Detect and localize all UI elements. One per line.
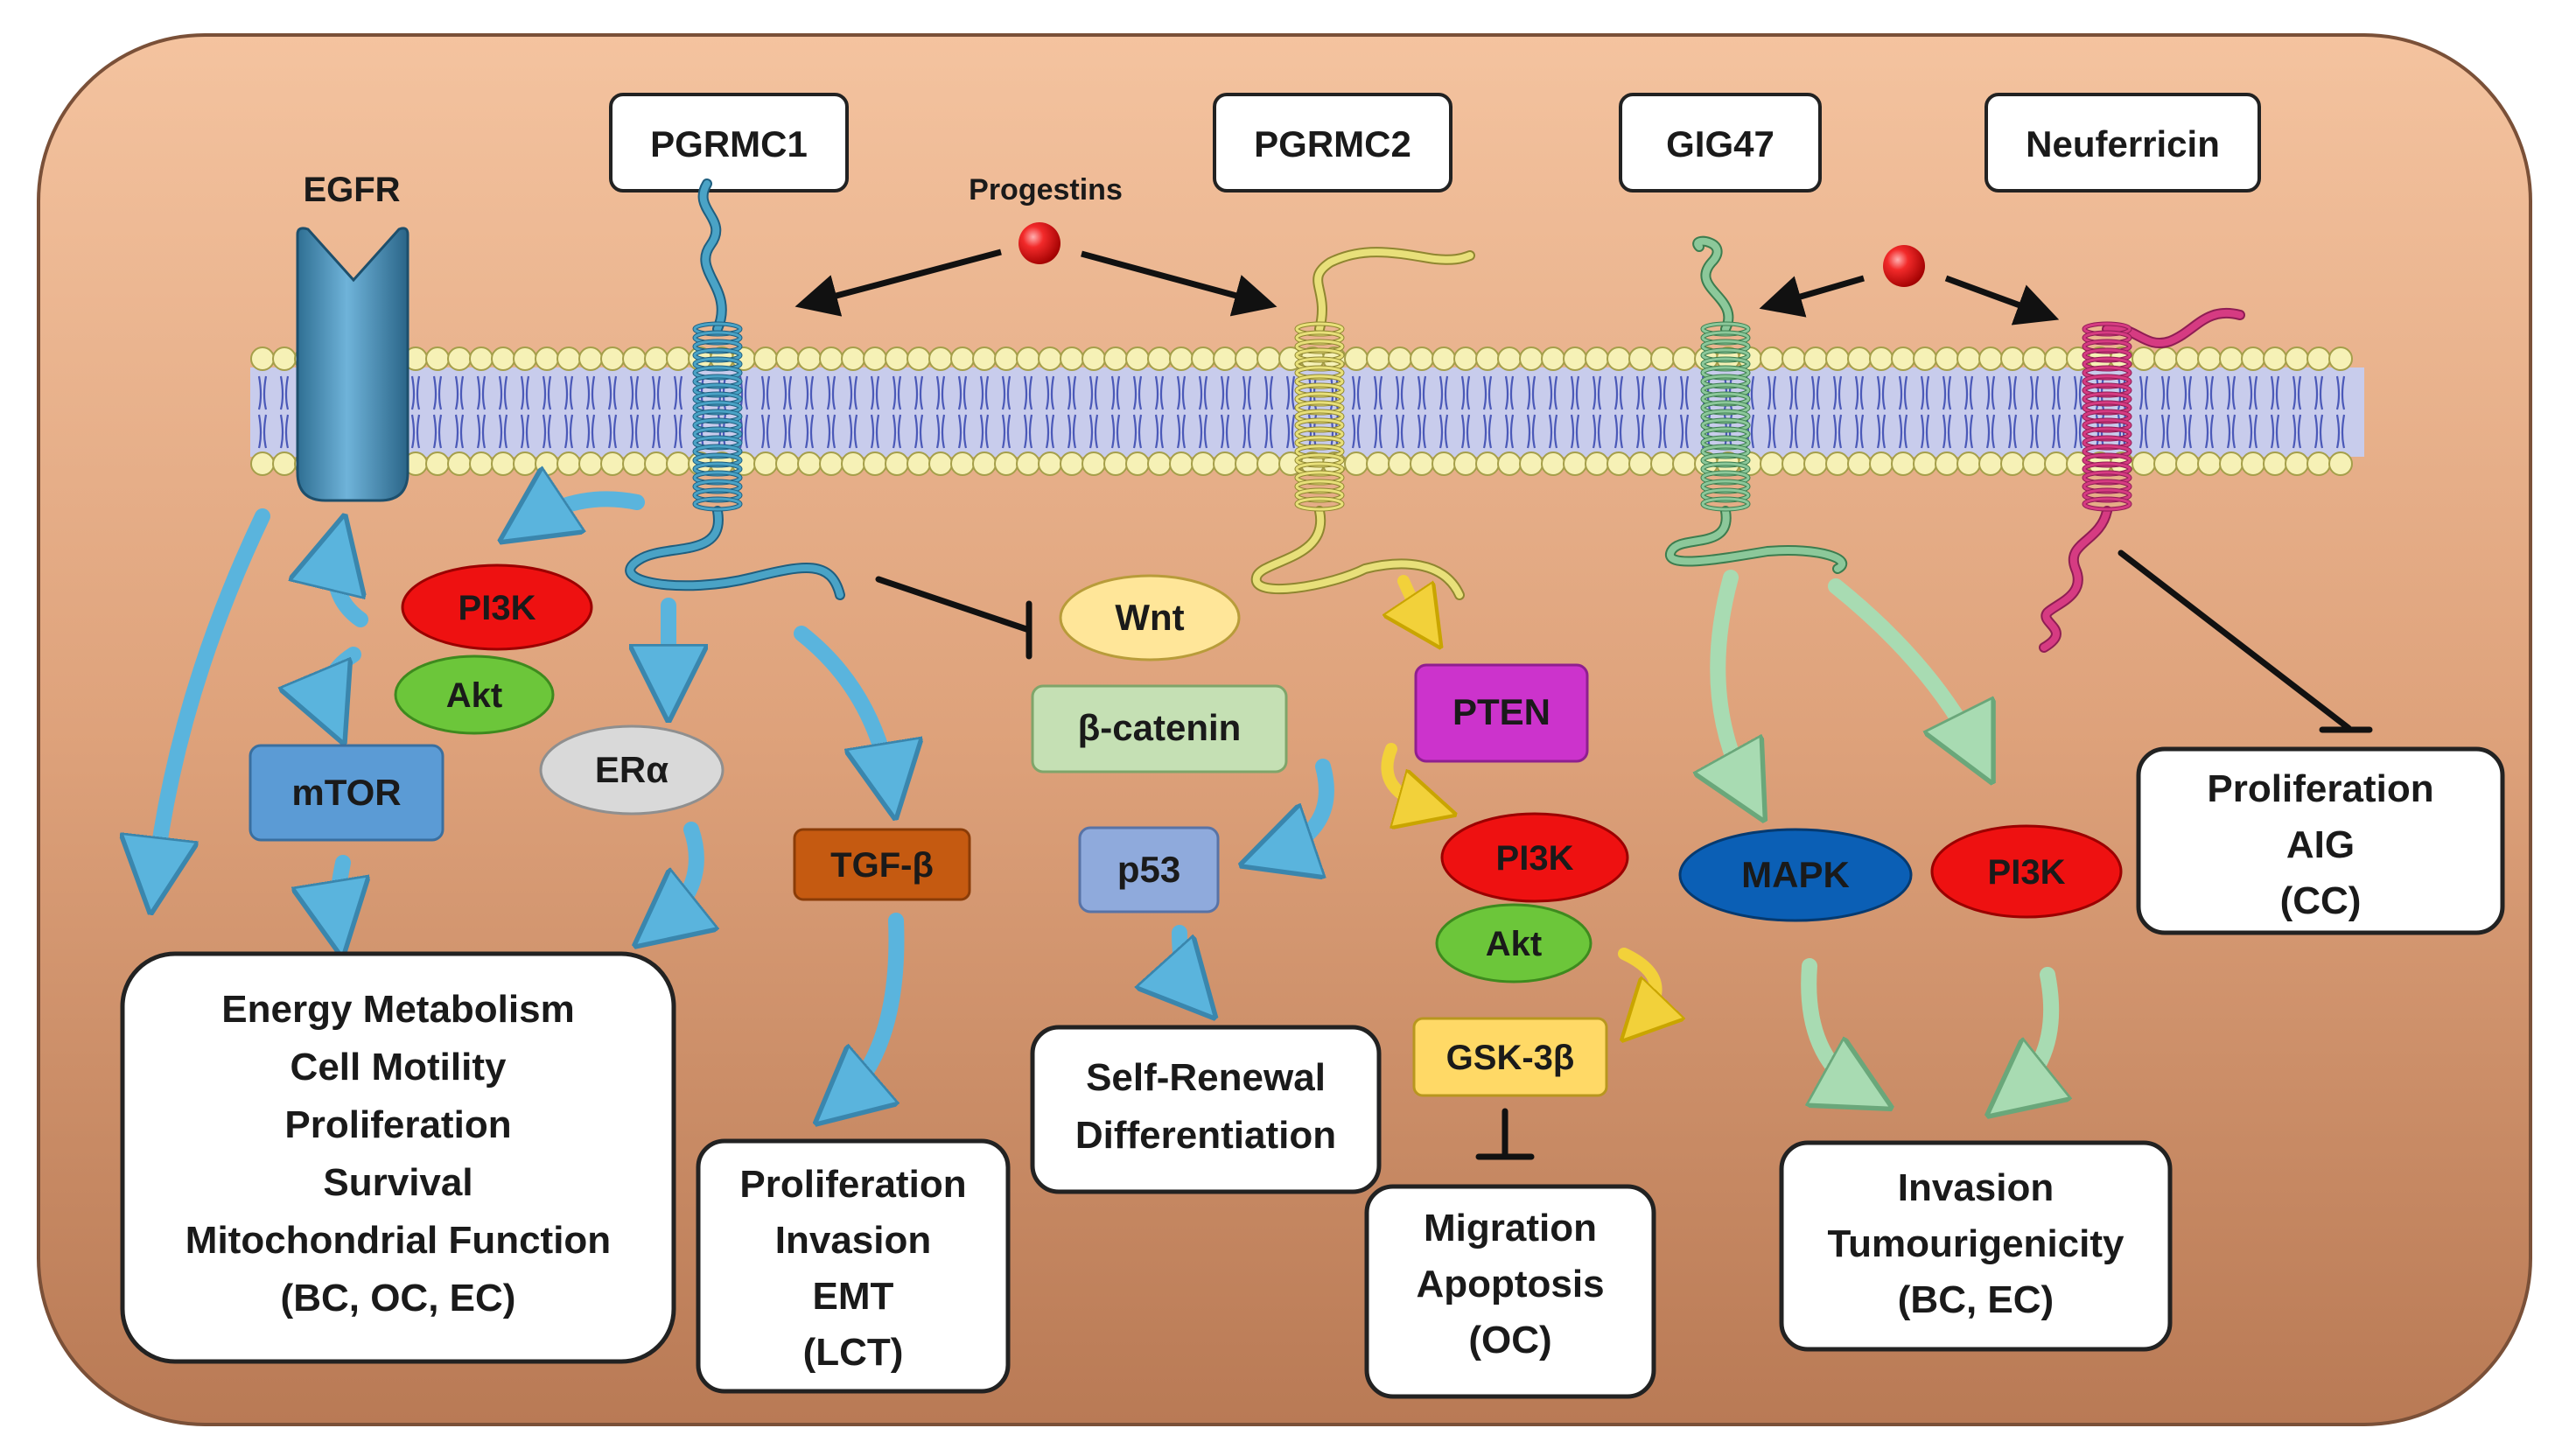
outcome-box-neuferricin: Proliferation AIG (CC)	[2136, 746, 2505, 935]
outcome-left-line: Cell Motility	[290, 1046, 507, 1088]
outcome-tgf-line: (LCT)	[803, 1331, 904, 1374]
progestin-binding-arrows	[794, 248, 2060, 326]
svg-text:Akt: Akt	[446, 676, 502, 715]
tgfb-node: TGF-β	[793, 828, 971, 901]
outcome-box-mapk: Invasion Tumourigenicity (BC, EC)	[1779, 1140, 2173, 1352]
outcome-mapk-line: Tumourigenicity	[1828, 1222, 2125, 1265]
svg-text:mTOR: mTOR	[291, 772, 401, 813]
pgrmc1-helix	[625, 178, 845, 600]
outcome-box-p53: Self-Renewal Differentiation	[1030, 1025, 1382, 1194]
neuferricin-helix	[2039, 307, 2245, 653]
outcome-tgf-line: EMT	[813, 1275, 894, 1318]
progestin-molecule-2	[1883, 245, 1925, 287]
pgrmc2-helix	[1250, 247, 1475, 600]
outcome-box-gsk: Migration Apoptosis (OC)	[1364, 1184, 1656, 1399]
outcome-p53-line: Self-Renewal	[1086, 1056, 1326, 1099]
outcome-left-line: Energy Metabolism	[221, 988, 574, 1031]
outcome-left-line: (BC, OC, EC)	[281, 1277, 516, 1320]
pten-node: PTEN	[1414, 663, 1589, 763]
outcome-p53-line: Differentiation	[1075, 1114, 1336, 1157]
svg-text:GSK-3β: GSK-3β	[1446, 1039, 1575, 1077]
receptor-helices	[625, 178, 2245, 653]
svg-text:MAPK: MAPK	[1741, 854, 1850, 895]
svg-text:Wnt: Wnt	[1115, 597, 1184, 638]
pi3k-right-node: PI3K	[1930, 824, 2123, 919]
blue-signal-arrows	[154, 499, 1334, 1104]
outcome-box-left: Energy Metabolism Cell Motility Prolifer…	[120, 951, 676, 1364]
outcome-neuf-line: (CC)	[2280, 879, 2362, 922]
outcome-tgf-line: Invasion	[775, 1219, 932, 1262]
egfr-label: EGFR	[303, 171, 400, 209]
outcome-left-line: Proliferation	[284, 1103, 511, 1146]
mtor-node: mTOR	[248, 744, 444, 842]
mapk-node: MAPK	[1678, 828, 1913, 922]
akt-left-node: Akt	[394, 654, 555, 735]
svg-text:PTEN: PTEN	[1452, 691, 1550, 732]
gig47-box: GIG47	[1619, 93, 1822, 192]
gig47-label: GIG47	[1666, 123, 1774, 164]
p53-node: p53	[1078, 826, 1220, 914]
pgrmc1-box: PGRMC1	[609, 93, 849, 192]
pgrmc2-box: PGRMC2	[1213, 93, 1452, 192]
svg-text:ERα: ERα	[595, 749, 668, 790]
yellow-signal-arrows	[1381, 575, 1656, 1024]
beta-catenin-node: β-catenin	[1031, 684, 1288, 774]
svg-text:TGF-β: TGF-β	[830, 846, 934, 885]
progestin-molecule-1	[1018, 222, 1060, 264]
outcome-tgf-line: Proliferation	[739, 1163, 966, 1206]
pgrmc2-label: PGRMC2	[1254, 123, 1411, 164]
pi3k-left-node: PI3K	[401, 564, 593, 651]
outcome-mapk-line: Invasion	[1898, 1166, 2054, 1209]
egfr-receptor	[296, 227, 410, 502]
svg-text:β-catenin: β-catenin	[1078, 707, 1242, 748]
inhibition-lines	[875, 550, 2373, 1160]
era-node: ERα	[539, 724, 724, 816]
outcome-left-line: Survival	[323, 1161, 472, 1204]
outcome-mapk-line: (BC, EC)	[1898, 1278, 2054, 1321]
neuferricin-label: Neuferricin	[2026, 123, 2220, 164]
svg-text:PI3K: PI3K	[1496, 839, 1574, 878]
wnt-node: Wnt	[1059, 574, 1241, 662]
outcome-left-line: Mitochondrial Function	[186, 1219, 611, 1262]
outcome-neuf-line: AIG	[2286, 823, 2355, 866]
akt-mid-node: Akt	[1435, 903, 1592, 984]
green-signal-arrows	[1718, 570, 2051, 1097]
svg-text:Akt: Akt	[1486, 925, 1542, 963]
gsk3b-node: GSK-3β	[1412, 1017, 1608, 1097]
gig47-helix	[1665, 235, 1848, 574]
svg-text:PI3K: PI3K	[458, 589, 536, 627]
svg-text:p53: p53	[1117, 849, 1180, 890]
neuferricin-box: Neuferricin	[1984, 93, 2261, 192]
progestins-label: Progestins	[969, 173, 1123, 206]
svg-text:PI3K: PI3K	[1988, 853, 2066, 892]
outcome-gsk-line: Apoptosis	[1416, 1263, 1604, 1306]
pi3k-mid-node: PI3K	[1440, 812, 1629, 903]
pgrmc1-label: PGRMC1	[650, 123, 808, 164]
outcome-neuf-line: Proliferation	[2207, 767, 2433, 810]
outcome-gsk-line: (OC)	[1468, 1319, 1551, 1362]
outcome-gsk-line: Migration	[1424, 1207, 1597, 1250]
outcome-box-tgf: Proliferation Invasion EMT (LCT)	[696, 1138, 1011, 1394]
